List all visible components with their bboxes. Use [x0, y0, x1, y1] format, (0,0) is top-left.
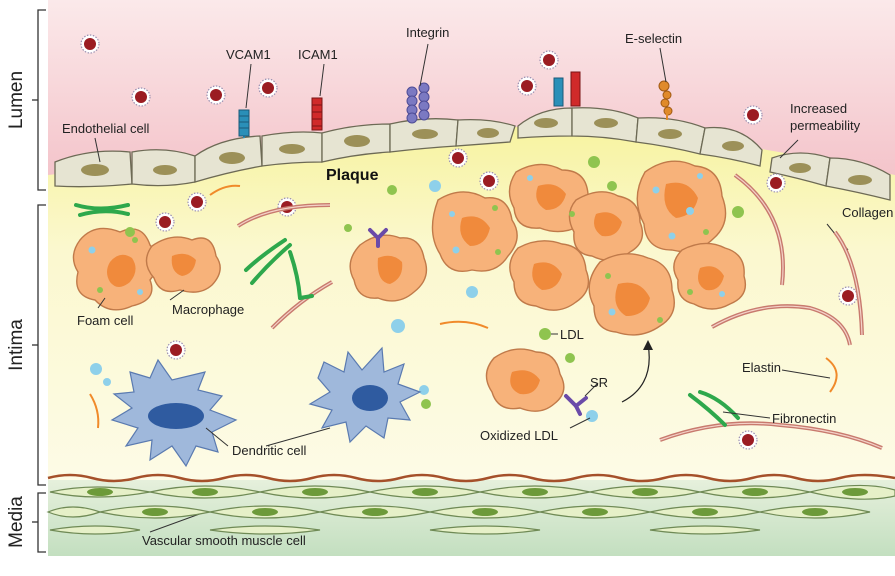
lipid-droplets: [88, 173, 725, 323]
vcam1-molecule-right: [553, 77, 564, 107]
vcam1-label: VCAM1: [226, 47, 271, 62]
fibronectin-label: Fibronectin: [772, 411, 836, 426]
elastic-lamina: [47, 473, 895, 483]
region-brackets: [32, 9, 46, 553]
fibronectin: [74, 203, 740, 427]
ldl-particles: [125, 156, 744, 409]
e-selectin-label: E-selectin: [625, 31, 682, 46]
uptake-arrowhead: [643, 340, 653, 350]
icam1-label: ICAM1: [298, 47, 338, 62]
scavenger-receptor: [368, 228, 588, 416]
macrophage-label: Macrophage: [172, 302, 244, 317]
ldl-label: LDL: [560, 327, 584, 342]
dendritic-cell-label: Dendritic cell: [232, 443, 307, 458]
lumen-label: Lumen: [6, 71, 27, 129]
increased-permeability-label-2: permeability: [790, 118, 861, 133]
foam-cell-label: Foam cell: [77, 313, 133, 328]
dendritic-cells: [110, 346, 422, 468]
elastin-fibers: [89, 184, 838, 429]
smooth-muscle-cell-label: Vascular smooth muscle cell: [142, 533, 306, 548]
media-label: Media: [6, 496, 27, 548]
oxidized-ldl-label: Oxidized LDL: [480, 428, 558, 443]
endothelial-nuclei: [81, 118, 872, 185]
collagen-label: Collagen: [842, 205, 893, 220]
increased-permeability-label-1: Increased: [790, 101, 847, 116]
uptake-arrow: [621, 343, 650, 403]
macrophage-nuclei: [107, 182, 724, 395]
sr-label: SR: [590, 375, 608, 390]
integrin-molecule: [406, 82, 430, 124]
endothelial-cell-label: Endothelial cell: [62, 121, 150, 136]
plaque-label: Plaque: [326, 167, 379, 184]
leader-lines-intima: [97, 289, 831, 533]
vcam1-molecule: [238, 109, 250, 138]
icam1-molecule-right: [570, 71, 581, 107]
elastin-label: Elastin: [742, 360, 781, 375]
icam1-molecule: [311, 97, 323, 131]
intima-label: Intima: [6, 319, 27, 371]
smooth-muscle-nuclei: [87, 488, 868, 516]
collagen-fibers: [236, 173, 883, 450]
endothelial-layer: [54, 107, 891, 201]
integrin-label: Integrin: [406, 25, 449, 40]
e-selectin-molecule: [658, 80, 673, 120]
